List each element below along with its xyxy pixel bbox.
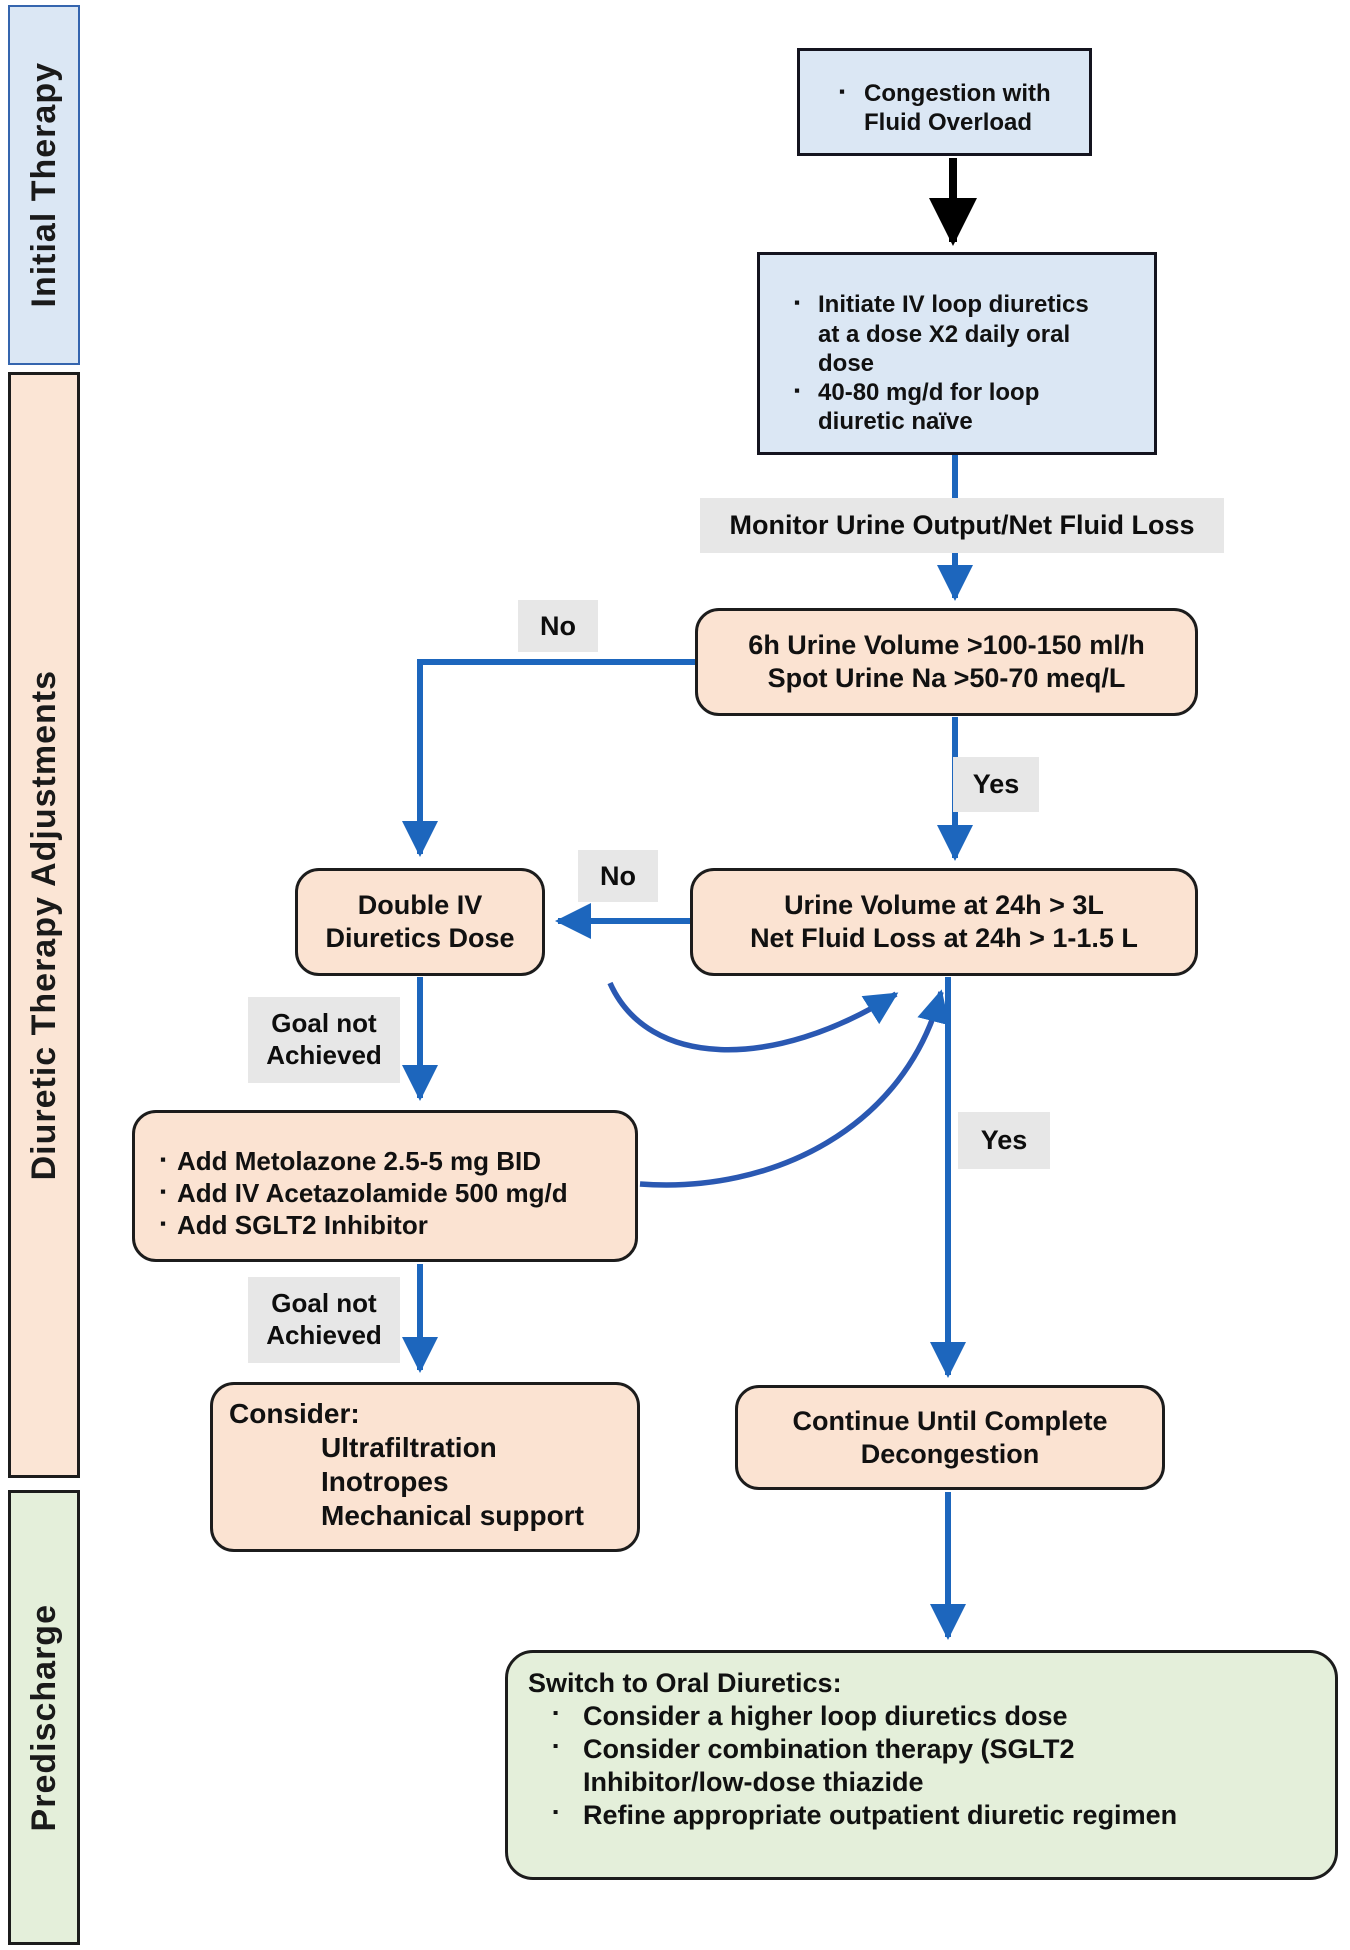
add-agents-bullet-2: ▪ Add IV Acetazolamide 500 mg/d xyxy=(149,1178,629,1210)
initiate-bullet-item-2: ▪ 40-80 mg/d for loop diuretic naïve xyxy=(776,378,1146,437)
sidebar-label-diuretic-adjustments: Diuretic Therapy Adjustments xyxy=(24,669,63,1181)
node-consider-advanced: Consider: Ultrafiltration Inotropes Mech… xyxy=(210,1382,640,1552)
initiate-line-4: 40-80 mg/d for loop xyxy=(818,379,1040,407)
edge-label-no-6h: No xyxy=(518,600,598,652)
sidebar-section-diuretic-adjustments: Diuretic Therapy Adjustments xyxy=(8,372,80,1478)
switch-oral-bullet-2: ▪ Consider combination therapy (SGLT2 In… xyxy=(528,1733,1325,1799)
bullet-icon: ▪ xyxy=(552,1803,559,1821)
switch-oral-title: Switch to Oral Diuretics: xyxy=(528,1668,842,1698)
edge-label-goal-not-achieved-1: Goal not Achieved xyxy=(248,997,400,1083)
urine6h-line-1: 6h Urine Volume >100-150 ml/h xyxy=(748,630,1145,661)
add-agents-bullet-3: ▪ Add SGLT2 Inhibitor xyxy=(149,1210,629,1242)
edge-label-monitor: Monitor Urine Output/Net Fluid Loss xyxy=(700,498,1224,553)
bullet-icon: ▪ xyxy=(159,1182,167,1202)
node-add-agents: ▪ Add Metolazone 2.5-5 mg BID ▪ Add IV A… xyxy=(132,1110,638,1262)
sidebar-label-initial-therapy: Initial Therapy xyxy=(24,62,63,308)
initiate-line-3: dose xyxy=(818,349,875,377)
bullet-icon: ▪ xyxy=(159,1213,167,1233)
continue-line-2: Decongestion xyxy=(860,1438,1040,1469)
consider-item-3: Mechanical support xyxy=(321,1500,584,1532)
initiate-line-5: diuretic naïve xyxy=(818,408,973,436)
bullet-icon: ▪ xyxy=(793,381,801,401)
bullet-icon: ▪ xyxy=(793,293,801,313)
congestion-line-2: Fluid Overload xyxy=(864,109,1033,136)
node-double-iv-dose: Double IV Diuretics Dose xyxy=(295,868,545,976)
add-agents-bullet-1: ▪ Add Metolazone 2.5-5 mg BID xyxy=(149,1146,629,1178)
consider-item-2: Inotropes xyxy=(321,1466,449,1498)
node-congestion: ▪ Congestion with Fluid Overload xyxy=(797,48,1092,156)
sidebar-section-predischarge: Predischarge xyxy=(8,1490,80,1945)
continue-line-1: Continue Until Complete xyxy=(792,1405,1108,1436)
edge-label-yes-24h: Yes xyxy=(958,1112,1050,1169)
switch-oral-bullet-3: ▪ Refine appropriate outpatient diuretic… xyxy=(528,1799,1325,1832)
urine6h-line-2: Spot Urine Na >50-70 meq/L xyxy=(767,663,1126,693)
node-continue-decongestion: Continue Until Complete Decongestion xyxy=(735,1385,1165,1490)
switch-oral-bullet-1: ▪ Consider a higher loop diuretics dose xyxy=(528,1700,1325,1733)
double-iv-line-1: Double IV xyxy=(357,890,483,921)
initiate-bullet-item-1: ▪ Initiate IV loop diuretics at a dose X… xyxy=(776,290,1146,378)
consider-title: Consider: xyxy=(229,1398,360,1429)
bullet-icon: ▪ xyxy=(552,1737,559,1755)
consider-item-1: Ultrafiltration xyxy=(321,1432,497,1464)
bullet-icon: ▪ xyxy=(159,1150,167,1170)
congestion-bullet-item: ▪ Congestion with Fluid Overload xyxy=(820,79,1081,138)
urine24h-line-2: Net Fluid Loss at 24h > 1-1.5 L xyxy=(750,923,1138,953)
arrow-double-iv-loopback-24h xyxy=(607,981,899,1053)
node-24h-urine-volume: Urine Volume at 24h > 3L Net Fluid Loss … xyxy=(690,868,1198,976)
sidebar-section-initial-therapy: Initial Therapy xyxy=(8,5,80,365)
arrow-add-agents-loopback-24h xyxy=(639,989,950,1188)
bullet-icon: ▪ xyxy=(838,81,846,101)
congestion-line-1: Congestion with xyxy=(864,79,1051,107)
urine24h-line-1: Urine Volume at 24h > 3L xyxy=(784,890,1104,921)
arrow-no-6h-to-double-iv xyxy=(402,659,695,857)
node-initiate-iv-loop-diuretics: ▪ Initiate IV loop diuretics at a dose X… xyxy=(757,252,1157,455)
node-switch-oral-diuretics: Switch to Oral Diuretics: ▪ Consider a h… xyxy=(505,1650,1338,1880)
double-iv-line-2: Diuretics Dose xyxy=(325,923,515,953)
bullet-icon: ▪ xyxy=(552,1704,559,1722)
node-6h-urine-volume: 6h Urine Volume >100-150 ml/h Spot Urine… xyxy=(695,608,1198,716)
edge-label-goal-not-achieved-2: Goal not Achieved xyxy=(248,1277,400,1363)
sidebar-label-predischarge: Predischarge xyxy=(24,1603,63,1832)
initiate-line-1: Initiate IV loop diuretics xyxy=(818,291,1089,319)
edge-label-no-24h: No xyxy=(578,850,658,902)
edge-label-yes-6h: Yes xyxy=(953,757,1039,812)
initiate-line-2: at a dose X2 daily oral xyxy=(818,320,1071,348)
